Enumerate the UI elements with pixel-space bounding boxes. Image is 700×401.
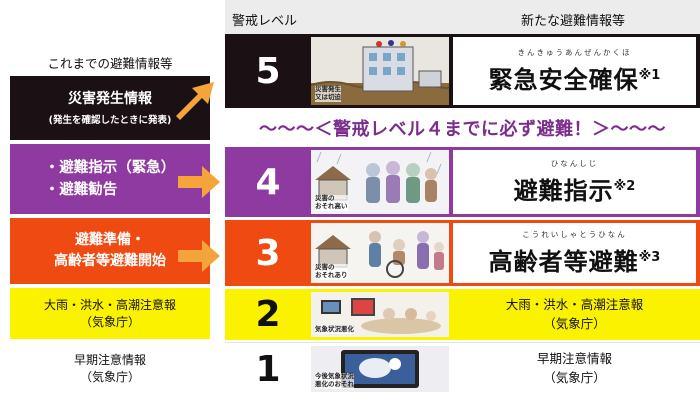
level-2-row: 2 気象状況悪化 大雨・洪水・高潮注意報 （気象庁） bbox=[225, 289, 700, 340]
level-info-line: （気象庁） bbox=[543, 315, 606, 331]
level-number: 2 bbox=[255, 294, 281, 335]
level-info-line: 早期注意情報 bbox=[536, 351, 612, 367]
weather-worsening-illustration: 気象状況悪化 bbox=[311, 292, 449, 337]
level-5-info: きんきゅうあんぜんかくほ 緊急安全確保※1 bbox=[453, 37, 696, 105]
level-4-row: 4 災害のおそれ高い ひなんしじ 避難指示※2 bbox=[225, 147, 700, 217]
header-level-label: 警戒レベル bbox=[232, 14, 298, 29]
evacuate-by-level-4-banner: 〜〜〜＜警戒レベル４までに必ず避難！＞〜〜〜 bbox=[225, 111, 700, 145]
level-number: 3 bbox=[255, 232, 281, 274]
table-header bbox=[225, 0, 700, 34]
left-box-line: 避難準備・ bbox=[75, 232, 145, 248]
level-info-line: （気象庁） bbox=[543, 370, 606, 385]
arrow-right-icon bbox=[178, 240, 220, 272]
level-caption: 今後気象状況悪化のおそれ bbox=[315, 372, 354, 389]
level-info-ruby: ひなんしじ bbox=[550, 159, 599, 168]
left-box-line: ・避難勧告 bbox=[44, 182, 118, 198]
level-caption: 災害発生又は切迫 bbox=[315, 85, 341, 102]
level-info-title: 緊急安全確保 bbox=[488, 66, 639, 94]
level-caption: 災害のおそれあり bbox=[315, 263, 348, 280]
left-box-evacuation-order: ・避難指示（緊急） ・避難勧告 bbox=[10, 144, 210, 214]
weather-forecast-tv-illustration: 今後気象状況悪化のおそれ bbox=[311, 346, 449, 392]
previous-info-heading: これまでの避難情報等 bbox=[47, 55, 173, 71]
footnote-mark: ※3 bbox=[638, 250, 661, 265]
level-4-info: ひなんしじ 避難指示※2 bbox=[453, 150, 696, 214]
level-1-info: 早期注意情報 （気象庁） bbox=[453, 346, 696, 392]
level-number: 5 bbox=[255, 50, 281, 92]
left-box-disaster-occurrence: 災害発生情報 (発生を確認したときに発表) bbox=[10, 76, 210, 140]
level-info-ruby: きんきゅうあんぜんかくほ bbox=[517, 48, 632, 57]
level-number: 4 bbox=[255, 161, 281, 203]
left-box-line: 高齢者等避難開始 bbox=[54, 253, 166, 269]
left-box-early-warning: 早期注意情報 （気象庁） bbox=[10, 342, 210, 395]
arrow-right-icon bbox=[178, 166, 220, 198]
level-1-row: 1 今後気象状況悪化のおそれ 早期注意情報 （気象庁） bbox=[225, 342, 700, 395]
left-box-line: （気象庁） bbox=[79, 369, 140, 384]
level-caption: 災害のおそれ高い bbox=[315, 194, 348, 211]
left-box-sub-text: (発生を確認したときに発表) bbox=[48, 115, 172, 127]
level-3-info: こうれいしゃとうひなん 高齢者等避難※3 bbox=[453, 223, 696, 283]
level-info-title: 避難指示 bbox=[513, 177, 614, 205]
header-info-label: 新たな避難情報等 bbox=[520, 14, 625, 29]
left-box-line: 大雨・洪水・高潮注意報 bbox=[43, 297, 176, 312]
left-box-advisory: 大雨・洪水・高潮注意報 （気象庁） bbox=[10, 288, 210, 339]
level-number: 1 bbox=[255, 348, 281, 390]
level-info-title: 高齢者等避難 bbox=[488, 248, 639, 276]
level-caption: 気象状況悪化 bbox=[315, 325, 354, 334]
level-3-row: 3 災害のおそれあり こうれいしゃとうひなん 高齢者等避難※3 bbox=[225, 220, 700, 286]
level-info-line: 大雨・洪水・高潮注意報 bbox=[505, 296, 644, 312]
footnote-mark: ※1 bbox=[638, 68, 661, 83]
footnote-mark: ※2 bbox=[613, 179, 636, 194]
left-box-line: 早期注意情報 bbox=[73, 352, 146, 367]
elderly-evacuation-illustration: 災害のおそれあり bbox=[311, 223, 449, 283]
left-box-main-text: 災害発生情報 bbox=[68, 90, 152, 107]
arrow-up-right-icon bbox=[176, 82, 214, 120]
left-box-evacuation-prep: 避難準備・ 高齢者等避難開始 bbox=[10, 218, 210, 284]
level-info-ruby: こうれいしゃとうひなん bbox=[522, 230, 627, 239]
flood-building-illustration: 災害発生又は切迫 bbox=[311, 37, 449, 105]
left-box-line: （気象庁） bbox=[79, 314, 140, 329]
level-5-row: 5 災害発生又は切迫 きんきゅうあんぜんかくほ 緊急安全確保※1 bbox=[225, 34, 700, 108]
left-box-line: ・避難指示（緊急） bbox=[44, 159, 176, 176]
evacuating-people-rain-illustration: 災害のおそれ高い bbox=[311, 150, 449, 214]
level-2-info: 大雨・洪水・高潮注意報 （気象庁） bbox=[453, 292, 696, 337]
